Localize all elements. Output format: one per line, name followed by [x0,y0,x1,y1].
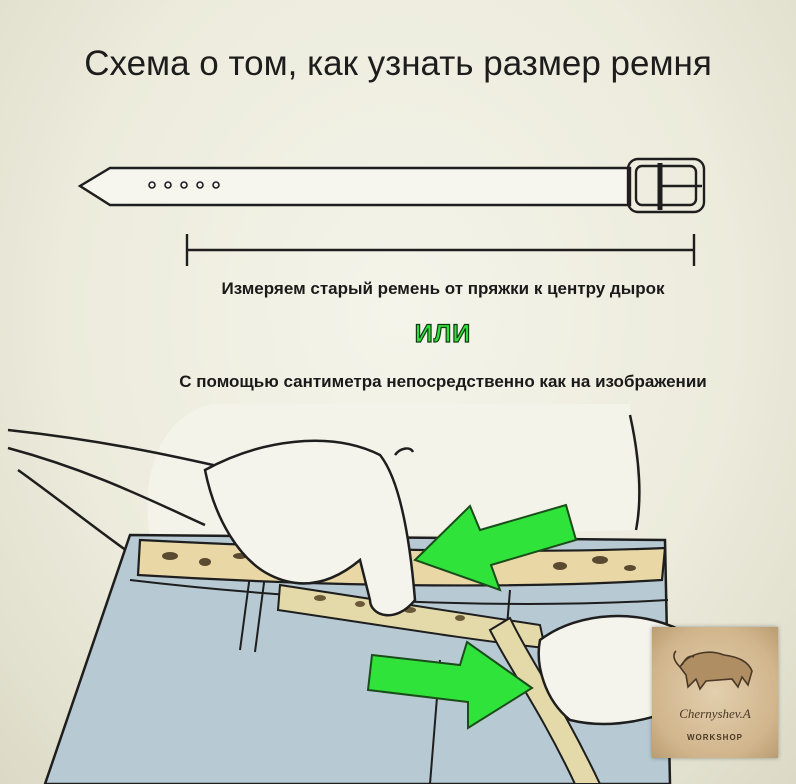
caption-measure-old-belt: Измеряем старый ремень от пряжки к центр… [221,279,665,298]
diagram-title: Схема о том, как узнать размер ремня [84,44,712,83]
bull-logo-icon [673,650,753,691]
caption-measure-tape: С помощью сантиметра непосредственно как… [179,372,707,391]
logo-subtitle: WORKSHOP [687,733,743,742]
workshop-logo: Chernyshev.A WORKSHOP [652,627,778,758]
belt-holes [148,181,220,189]
arrow-right-green-icon [366,640,534,730]
left-hand [203,439,417,617]
belt-icon [77,157,706,214]
or-label: ИЛИ [414,319,472,348]
arrow-left-green-icon [413,503,578,592]
measurement-bracket [185,234,696,266]
jeans [43,533,672,784]
logo-signature: Chernyshev.A [679,706,751,721]
